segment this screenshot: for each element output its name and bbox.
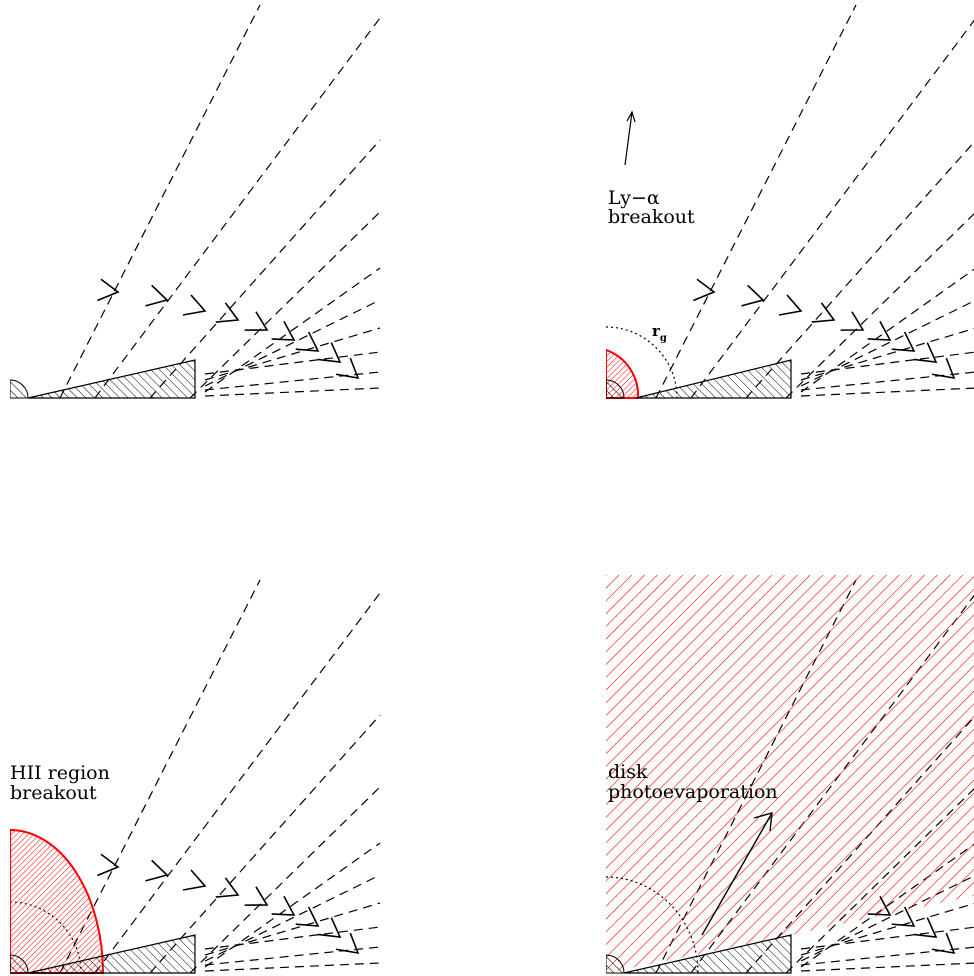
accretion-arrows	[97, 278, 360, 380]
accretion-flow-arrow	[295, 331, 320, 352]
infall-streamline	[800, 962, 974, 972]
infall-streamlines	[59, 579, 381, 974]
caption-line-1: Ly−α	[608, 187, 660, 209]
accretion-flow-arrow	[867, 320, 892, 341]
accretion-flow-arrow	[913, 917, 938, 938]
accretion-flow-arrow	[741, 284, 765, 307]
accretion-flow-arrow	[244, 311, 269, 331]
caption-line-2: photoevaporation	[608, 781, 778, 803]
radius-label: rg	[652, 322, 667, 344]
accretion-flow-arrow	[867, 895, 892, 916]
accretion-flow-arrow	[335, 932, 360, 955]
infall-streamline	[800, 327, 974, 381]
caption-line-2: breakout	[608, 206, 695, 228]
infall-streamline	[204, 842, 381, 968]
panel-4: disk photoevaporation	[606, 575, 974, 974]
gravitational-radius-arc	[606, 326, 678, 399]
infall-streamline	[59, 579, 261, 974]
outflow-arrow	[624, 110, 636, 166]
accretion-flow-arrow	[182, 869, 207, 891]
accretion-arrows	[867, 895, 956, 955]
caption-line-2: breakout	[10, 782, 97, 804]
infall-streamline	[745, 141, 974, 399]
infall-streamline	[800, 902, 974, 956]
infall-streamline	[204, 267, 381, 393]
infall-streamline	[655, 4, 857, 399]
accretion-flow-arrow	[97, 853, 120, 877]
accretion-flow-arrow	[811, 302, 836, 323]
accretion-disk	[635, 359, 792, 399]
accretion-flow-arrow	[891, 331, 916, 352]
infall-streamline	[189, 211, 381, 399]
panel-3: HII region breakout	[10, 579, 381, 974]
infall-streamline	[800, 268, 974, 393]
accretion-flow-arrow	[335, 357, 360, 380]
infall-streamline	[189, 786, 381, 974]
infall-streamline	[785, 213, 974, 399]
infall-streamline	[149, 714, 381, 974]
infall-streamline	[94, 17, 381, 399]
accretion-flow-arrow	[182, 294, 207, 316]
accretion-flow-arrow	[891, 906, 916, 927]
accretion-flow-arrow	[317, 342, 342, 363]
ionized-region	[10, 828, 105, 974]
protostar	[10, 379, 29, 399]
accretion-flow-arrow	[145, 284, 169, 307]
infall-streamline	[94, 592, 381, 974]
accretion-flow-arrow	[271, 320, 296, 341]
panel-1	[10, 4, 381, 399]
accretion-disk	[27, 934, 196, 974]
accretion-arrows	[97, 853, 360, 955]
accretion-disk	[623, 934, 792, 974]
accretion-flow-arrow	[317, 917, 342, 938]
accretion-flow-arrow	[215, 877, 240, 898]
infall-streamlines	[655, 4, 974, 399]
infall-streamline	[204, 371, 381, 391]
accretion-flow-arrow	[931, 932, 956, 955]
infall-streamline	[204, 387, 381, 397]
accretion-flow-arrow	[693, 278, 716, 302]
accretion-flow-arrow	[145, 859, 169, 882]
infall-streamline	[204, 327, 381, 381]
accretion-flow-arrow	[295, 906, 320, 927]
accretion-arrows	[693, 278, 956, 380]
infall-streamline	[800, 946, 974, 966]
infall-streamline	[204, 902, 381, 956]
accretion-flow-arrow	[271, 895, 296, 916]
infall-streamline	[204, 946, 381, 966]
infall-streamline	[800, 387, 974, 397]
caption-line-1: HII region	[10, 762, 110, 784]
panel-2: Ly−α breakout rg	[606, 4, 974, 399]
infall-streamlines	[59, 4, 381, 399]
accretion-flow-arrow	[97, 278, 120, 302]
infall-streamline	[800, 371, 974, 391]
accretion-flow-arrow	[840, 311, 865, 331]
infall-streamline	[204, 962, 381, 972]
protostar	[606, 379, 625, 399]
accretion-flow-arrow	[931, 357, 956, 380]
protostar	[606, 954, 625, 974]
accretion-disk	[27, 359, 196, 399]
caption-line-1: disk	[608, 761, 648, 783]
infall-streamline	[204, 351, 381, 375]
accretion-flow-arrow	[215, 302, 240, 323]
accretion-flow-arrow	[913, 342, 938, 363]
outflow-arrow	[701, 812, 773, 936]
accretion-flow-arrow	[778, 294, 803, 316]
infall-streamline	[204, 926, 381, 950]
photoevaporation-region	[606, 575, 974, 973]
accretion-flow-arrow	[244, 886, 269, 906]
protostar	[10, 954, 29, 974]
infall-streamline	[690, 19, 974, 399]
infall-streamline	[59, 4, 261, 399]
infall-streamline	[149, 139, 381, 399]
